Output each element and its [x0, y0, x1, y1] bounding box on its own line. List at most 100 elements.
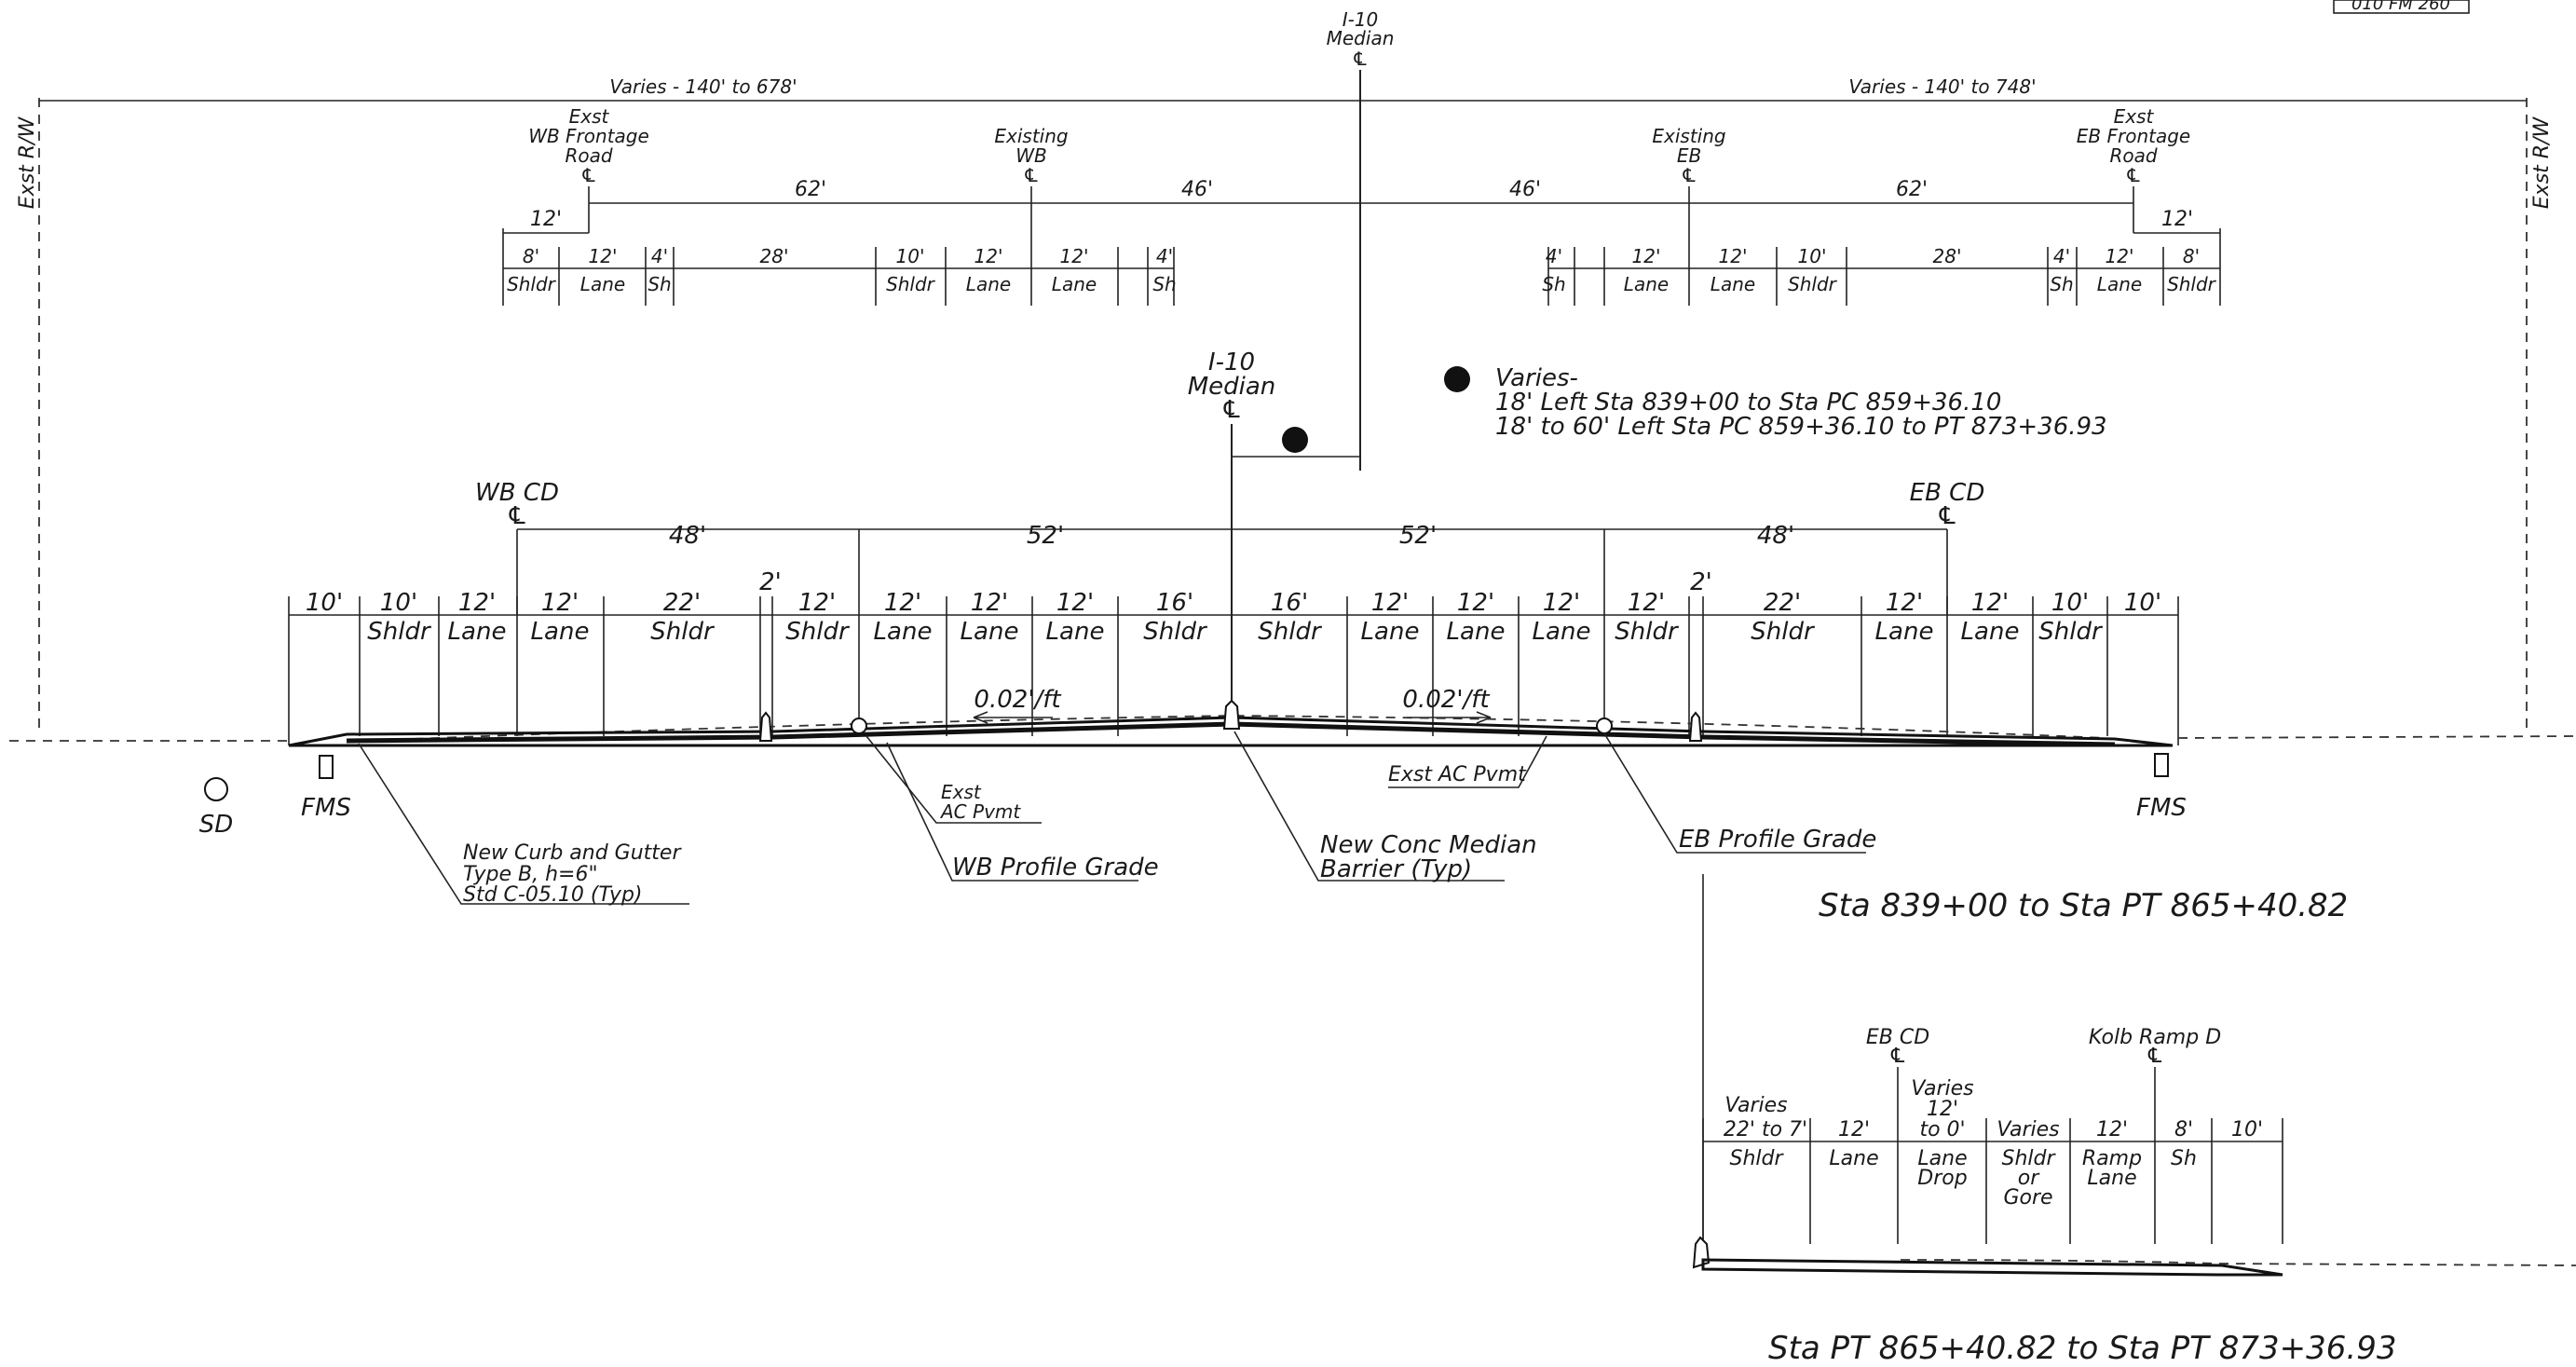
s1-l10: Lane [1361, 618, 1420, 646]
top-right-lanes [1547, 228, 2221, 306]
varies-right: Varies - 140' to 748' [1848, 75, 2036, 98]
barrier-median [1222, 699, 1241, 730]
s2-pavement [1701, 1258, 2283, 1277]
exst-ac-left-1: Exst [941, 781, 982, 803]
s1-dim-3: 48' [1757, 522, 1794, 550]
tr-l5: Lane [2097, 273, 2142, 295]
tr-l0: Sh [1542, 273, 1565, 295]
fms-left-label: FMS [301, 794, 351, 822]
top-left-lanes [502, 228, 1175, 306]
existing-wb-cl: ℄ [1023, 164, 1040, 186]
s2-w9: 10' [2231, 1118, 2263, 1141]
exst-ac-left-leader [865, 735, 1042, 824]
s1-l3: Shldr [650, 618, 716, 646]
s1-l9: Shldr [1258, 618, 1323, 646]
existing-pavement-dashed [362, 715, 2106, 742]
s2-w0: Varies [1724, 1094, 1787, 1117]
dim-right-62: 62' [1896, 178, 1928, 201]
wb-frontage-1: Exst [569, 105, 610, 128]
tr-w4: 28' [1933, 245, 1962, 267]
s1-barrier-right: 2' [1690, 568, 1712, 596]
s1-w3: 12' [541, 589, 579, 617]
tl-w0: 8' [523, 245, 539, 267]
s1-l5: Lane [874, 618, 933, 646]
existing-eb-2: EB [1677, 144, 1701, 167]
wb-frontage-2: WB Frontage [528, 125, 649, 147]
note-line2: 18' Left Sta 839+00 to Sta PC 859+36.10 [1495, 389, 2001, 417]
s1-median-2: Median [1188, 373, 1276, 401]
tr-w1: 12' [1632, 245, 1661, 267]
s1-l4: Shldr [785, 618, 851, 646]
s2-kolb: Kolb Ramp D [2089, 1026, 2221, 1049]
s1-w4: 22' [663, 589, 701, 617]
s1-l14: Shldr [1751, 618, 1816, 646]
tl-w4: 10' [896, 245, 925, 267]
barrier-note-2: Barrier (Typ) [1320, 855, 1472, 883]
wb-cd-cl: ℄ [506, 502, 527, 530]
s1-w17: 12' [1971, 589, 2009, 617]
s2-w8: 8' [2174, 1118, 2193, 1141]
dim-left-46: 46' [1181, 178, 1213, 201]
tr-w6: 12' [2106, 245, 2134, 267]
exst-ac-right: Exst AC Pvmt [1388, 763, 1527, 786]
eb-cd-label: EB CD [1910, 479, 1985, 507]
top-median-line2: Median [1327, 27, 1395, 49]
s1-l15: Lane [1875, 618, 1934, 646]
s1-w5: 12' [798, 589, 836, 617]
tr-l6: Shldr [2167, 273, 2217, 295]
s1-w18: 10' [2051, 589, 2089, 617]
eb-profile-label: EB Profile Grade [1679, 826, 1876, 854]
s2-l2: Lane [1917, 1147, 1967, 1170]
s2-w5: to 0' [1919, 1118, 1965, 1141]
sd-icon [204, 777, 228, 801]
s1-w11: 12' [1371, 589, 1409, 617]
exst-ac-left-2: AC Pvmt [939, 800, 1021, 823]
eb-frontage-cl: ℄ [2125, 164, 2142, 186]
tl-l1: Lane [580, 273, 625, 295]
s1-lane-ticks [288, 596, 2179, 745]
s1-l8: Shldr [1143, 618, 1208, 646]
note-bullet-icon [1444, 366, 1470, 392]
top-median-cl: ℄ [1352, 48, 1369, 70]
s1-dim-1: 52' [1027, 522, 1064, 550]
s2-l1: Lane [1829, 1147, 1878, 1170]
s1-w12: 12' [1457, 589, 1494, 617]
top-median-line1: I-10 [1343, 8, 1379, 31]
existing-wb-1: Existing [994, 125, 1068, 147]
sheet-label-box [2333, 0, 2470, 14]
dim-left-62: 62' [795, 178, 826, 201]
s2-w2: 12' [1838, 1118, 1870, 1141]
existing-ground-line [9, 735, 2576, 742]
s1-w16: 12' [1886, 589, 1923, 617]
row-label-right: Exst R/W [2530, 116, 2554, 210]
existing-eb-cl: ℄ [1681, 164, 1697, 186]
curb-line2: Type B, h=6" [463, 863, 598, 886]
dim-right-46: 46' [1509, 178, 1541, 201]
barrier-right [1688, 711, 1703, 742]
s1-l1: Lane [448, 618, 507, 646]
curb-line1: New Curb and Gutter [463, 841, 682, 865]
dim-right-12: 12' [2161, 208, 2193, 231]
wb-profile-grade-icon [851, 718, 867, 734]
s1-station: Sta 839+00 to Sta PT 865+40.82 [1819, 887, 2348, 924]
slope-left-arrow-icon [973, 711, 1053, 724]
fms-right-icon [2154, 753, 2169, 777]
s2-eb-cd: EB CD [1866, 1026, 1929, 1049]
s1-l2: Lane [531, 618, 590, 646]
eb-profile-grade-icon [1596, 718, 1613, 734]
s2-kolb-cl: ℄ [2146, 1045, 2164, 1068]
tr-w7: 8' [2183, 245, 2200, 267]
s1-w6: 12' [884, 589, 921, 617]
fms-right-label: FMS [2136, 794, 2187, 822]
tr-l4: Sh [2050, 273, 2073, 295]
eb-cd-cl: ℄ [1936, 502, 1957, 530]
s1-w19: 10' [2124, 589, 2161, 617]
s1-w0: 10' [306, 589, 343, 617]
wb-profile-label: WB Profile Grade [952, 854, 1159, 882]
slope-right: 0.02'/ft [1402, 686, 1490, 714]
wb-cd-label: WB CD [475, 479, 559, 507]
tr-l3: Shldr [1788, 273, 1838, 295]
s1-l17: Shldr [2038, 618, 2104, 646]
tr-w0: 4' [1546, 245, 1562, 267]
